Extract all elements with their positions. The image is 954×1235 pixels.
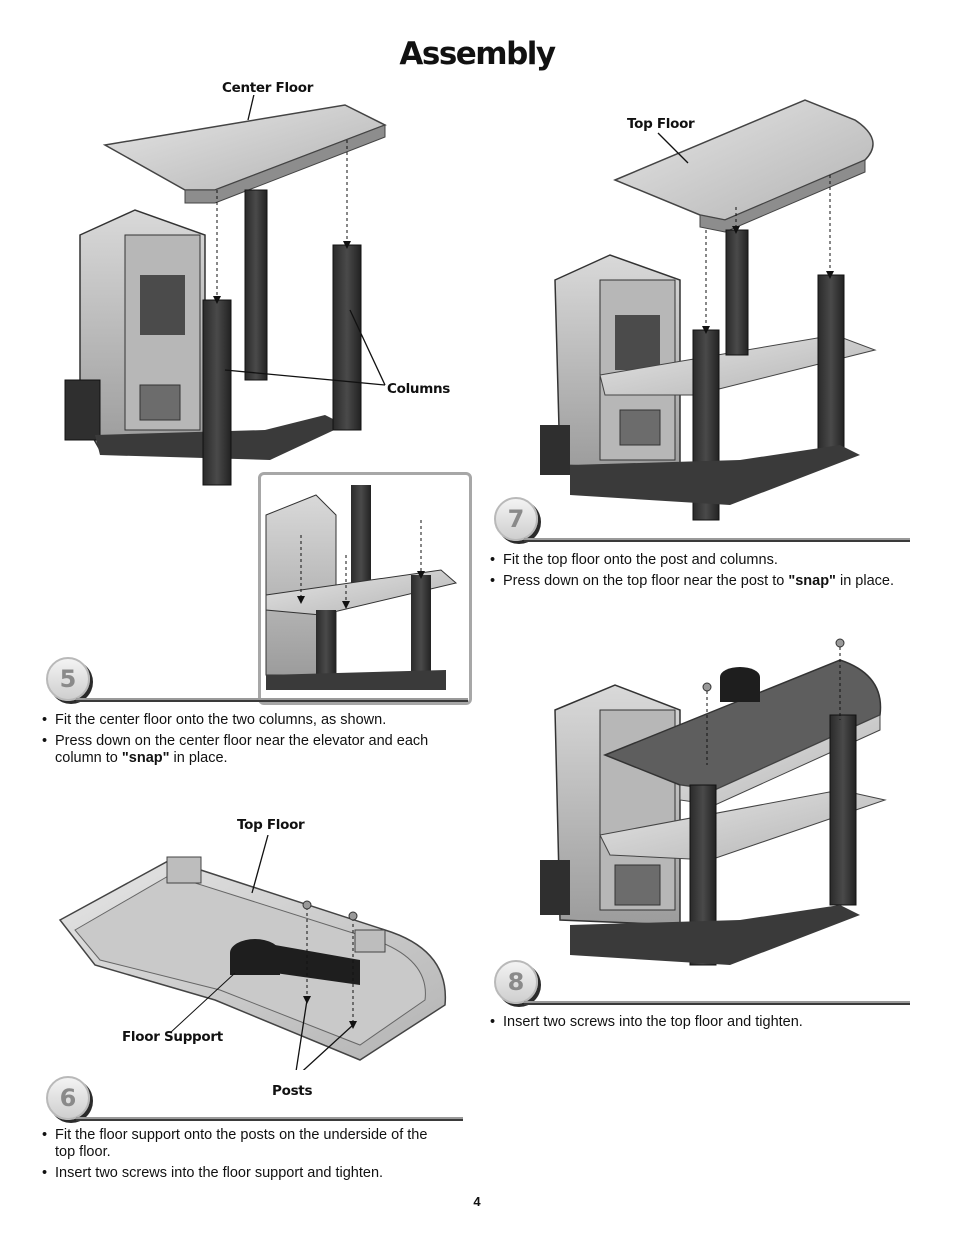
page-title: Assembly (399, 36, 556, 72)
step5-illustration (64, 95, 387, 486)
label-posts: Posts (272, 1083, 313, 1099)
step7-instructions: Fit the top floor onto the post and colu… (490, 552, 915, 594)
instruction-text: Press down on the top floor near the pos… (503, 573, 789, 589)
step6-illustration (58, 835, 447, 1070)
step5-detail-inset (258, 472, 472, 705)
label-floor-support: Floor Support (122, 1029, 223, 1045)
instruction-item: Insert two screws into the top floor and… (490, 1014, 915, 1031)
instruction-item: Press down on the center floor near the … (42, 733, 447, 767)
label-center-floor: Center Floor (222, 80, 314, 96)
label-columns: Columns (387, 381, 451, 397)
instruction-text: Press down on the center floor near the … (55, 733, 429, 766)
label-top-floor-step6: Top Floor (237, 817, 305, 833)
step8-number-badge: 8 (494, 960, 538, 1004)
step8-illustration (540, 638, 887, 966)
instruction-text: in place. (835, 573, 894, 589)
step5-divider (76, 698, 468, 700)
step6-divider (76, 1117, 463, 1119)
instruction-item: Fit the floor support onto the posts on … (42, 1127, 437, 1161)
instruction-emphasis: "snap" (788, 573, 836, 589)
instruction-text: Fit the top floor onto the post and colu… (503, 552, 778, 568)
instruction-item: Press down on the top floor near the pos… (490, 573, 915, 590)
step8-instructions: Insert two screws into the top floor and… (490, 1014, 915, 1035)
instruction-text: Fit the floor support onto the posts on … (55, 1127, 428, 1160)
instruction-text: Fit the center floor onto the two column… (55, 712, 387, 728)
label-top-floor-step7: Top Floor (627, 116, 695, 132)
step5-instructions: Fit the center floor onto the two column… (42, 712, 447, 771)
step6-number-badge: 6 (46, 1076, 90, 1120)
step8-divider (524, 1001, 910, 1003)
step7-divider (524, 538, 910, 540)
instruction-text: Insert two screws into the floor support… (55, 1165, 384, 1181)
step6-instructions: Fit the floor support onto the posts on … (42, 1127, 437, 1186)
instruction-item: Fit the top floor onto the post and colu… (490, 552, 915, 569)
instruction-emphasis: "snap" (121, 750, 170, 766)
step7-number-badge: 7 (494, 497, 538, 541)
instruction-item: Insert two screws into the floor support… (42, 1165, 437, 1182)
step7-illustration (540, 99, 877, 521)
page-number: 4 (473, 1194, 481, 1209)
instruction-text: in place. (169, 750, 228, 766)
instruction-item: Fit the center floor onto the two column… (42, 712, 447, 729)
step5-number-badge: 5 (46, 657, 90, 701)
instruction-text: Insert two screws into the top floor and… (503, 1014, 803, 1030)
